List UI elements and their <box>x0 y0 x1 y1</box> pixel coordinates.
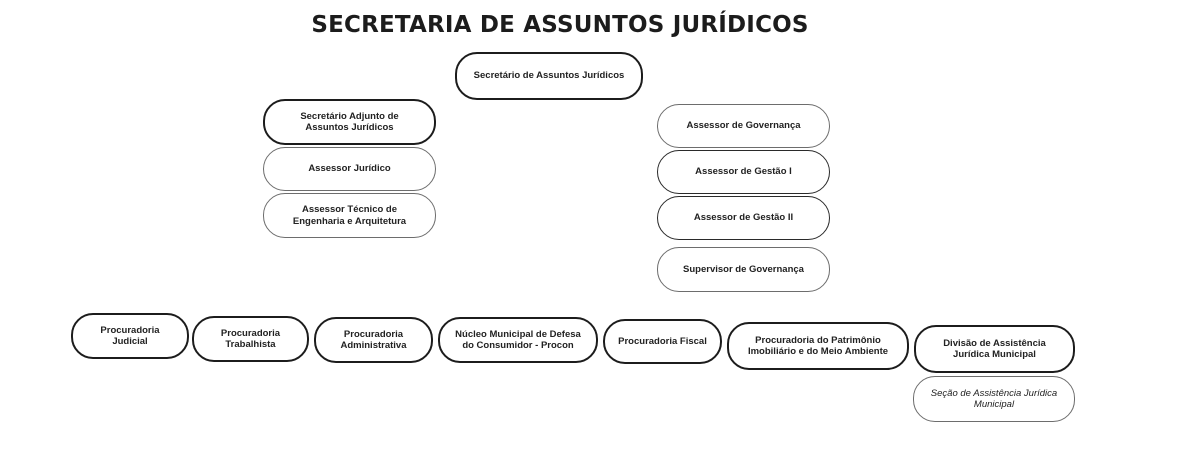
node-label: Procuradoria do Patrimônio Imobiliário e… <box>747 334 889 357</box>
node-procuradoria-administrativa: Procuradoria Administrativa <box>314 317 433 363</box>
node-label: Assessor de Governança <box>686 120 801 132</box>
node-label: Divisão de Assistência Jurídica Municipa… <box>943 337 1046 360</box>
node-nucleo-procon: Núcleo Municipal de Defesa do Consumidor… <box>438 317 598 363</box>
node-assessor-governanca: Assessor de Governança <box>657 104 830 148</box>
node-procuradoria-trabalhista: Procuradoria Trabalhista <box>192 316 309 362</box>
node-label: Núcleo Municipal de Defesa do Consumidor… <box>455 328 581 351</box>
node-label: Secretário de Assuntos Jurídicos <box>473 70 625 82</box>
node-secretario-adjunto: Secretário Adjunto de Assuntos Jurídicos <box>263 99 436 145</box>
node-procuradoria-judicial: Procuradoria Judicial <box>71 313 189 359</box>
node-label: Assessor de Gestão II <box>693 212 794 224</box>
node-assessor-gestao-2: Assessor de Gestão II <box>657 196 830 240</box>
node-label: Supervisor de Governança <box>683 263 804 275</box>
node-label: Assessor Técnico de Engenharia e Arquite… <box>292 204 407 227</box>
node-label: Secretário Adjunto de Assuntos Jurídicos <box>300 110 399 133</box>
node-label: Procuradoria Administrativa <box>340 328 407 351</box>
node-secretario: Secretário de Assuntos Jurídicos <box>455 52 643 100</box>
node-assessor-gestao-1: Assessor de Gestão I <box>657 150 830 194</box>
node-label: Seção de Assistência Jurídica Municipal <box>930 387 1058 410</box>
node-assessor-tecnico: Assessor Técnico de Engenharia e Arquite… <box>263 193 436 238</box>
node-label: Procuradoria Judicial <box>100 324 160 347</box>
node-label: Assessor Jurídico <box>308 163 391 175</box>
node-label: Procuradoria Fiscal <box>618 335 707 347</box>
page-title: SECRETARIA DE ASSUNTOS JURÍDICOS <box>311 12 809 38</box>
node-label: Assessor de Gestão I <box>695 166 792 178</box>
node-procuradoria-patrimonio: Procuradoria do Patrimônio Imobiliário e… <box>727 322 909 370</box>
node-divisao-assistencia: Divisão de Assistência Jurídica Municipa… <box>914 325 1075 373</box>
node-secao-assistencia: Seção de Assistência Jurídica Municipal <box>913 376 1075 422</box>
node-assessor-juridico: Assessor Jurídico <box>263 147 436 191</box>
node-procuradoria-fiscal: Procuradoria Fiscal <box>603 319 722 364</box>
node-supervisor-governanca: Supervisor de Governança <box>657 247 830 292</box>
node-label: Procuradoria Trabalhista <box>220 327 281 350</box>
